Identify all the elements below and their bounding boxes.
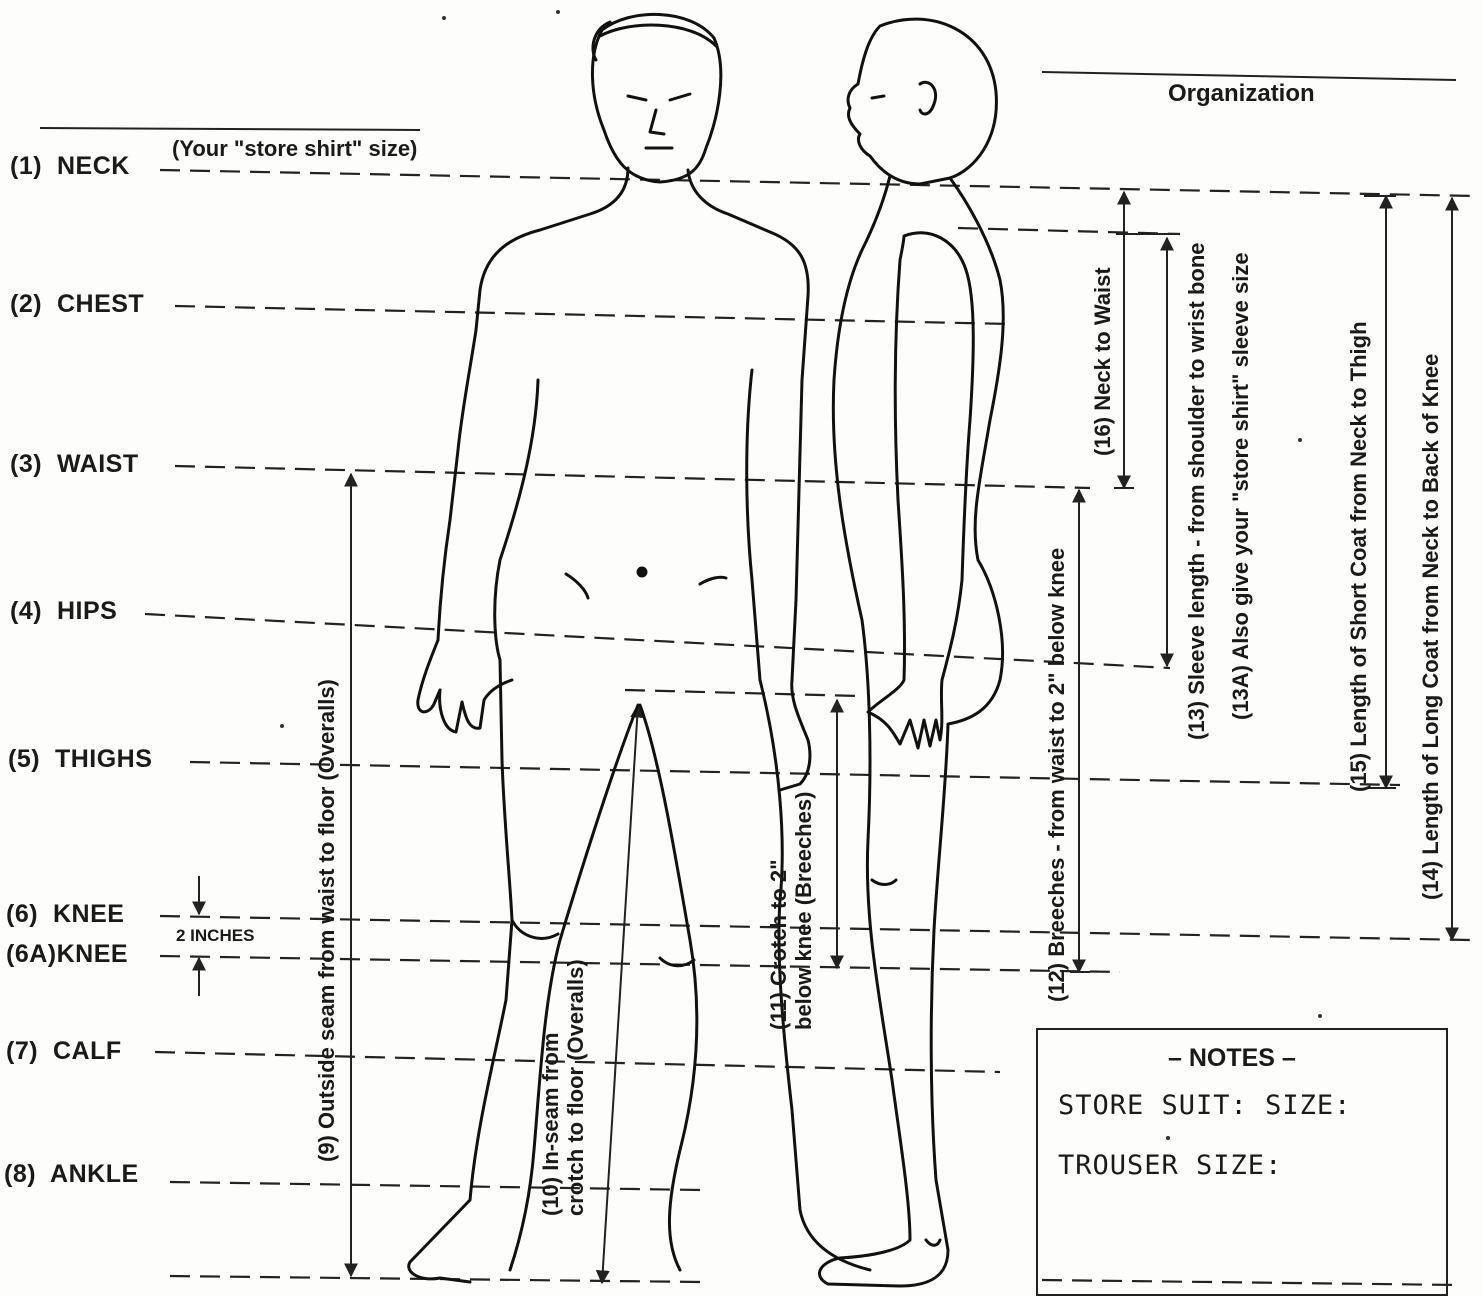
two-inches-label: 2 INCHES: [176, 926, 254, 946]
hips-name: HIPS: [57, 597, 117, 625]
side-figure: [819, 19, 1003, 1286]
label-calf: (7) CALF: [6, 1037, 122, 1066]
label-hips: (4) HIPS: [10, 597, 117, 626]
inseam-line1: (10) In-seam from: [538, 959, 563, 1216]
thighs-name: THIGHS: [55, 745, 152, 773]
chest-num: (2): [10, 290, 42, 318]
notes-box: – NOTES – STORE SUIT: SIZE: TROUSER SIZE…: [1036, 1028, 1448, 1296]
label-inseam: (10) In-seam from crotch to floor (Overa…: [538, 959, 589, 1216]
label-breeches: (12) Breeches - from waist to 2" below k…: [1044, 548, 1069, 1002]
label-waist: (3) WAIST: [10, 450, 139, 479]
ankle-num: (8): [4, 1160, 36, 1188]
waist-name: WAIST: [57, 450, 139, 478]
chest-name: CHEST: [57, 290, 144, 318]
calf-num: (7): [6, 1037, 38, 1065]
label-neck-to-waist: (16) Neck to Waist: [1090, 267, 1115, 456]
label-chest: (2) CHEST: [10, 290, 144, 319]
label-knee-6a: (6A)KNEE: [6, 940, 128, 969]
hips-num: (4): [10, 597, 42, 625]
neck-name: NECK: [57, 152, 130, 180]
label-ankle: (8) ANKLE: [4, 1160, 139, 1189]
trouser-size-field: TROUSER SIZE:: [1058, 1150, 1282, 1181]
crotch-line1: (11) Crotch to 2": [766, 792, 791, 1030]
knee-name: KNEE: [53, 900, 124, 928]
label-knee: (6) KNEE: [6, 900, 124, 929]
calf-name: CALF: [53, 1037, 122, 1065]
neck-note: (Your "store shirt" size): [172, 136, 417, 162]
notes-title: – NOTES –: [1168, 1044, 1296, 1073]
organization-label: Organization: [1168, 80, 1315, 108]
waist-num: (3): [10, 450, 42, 478]
crotch-line2: below knee (Breeches): [791, 792, 816, 1030]
label-neck: (1) NECK: [10, 152, 130, 181]
knee6a-name: KNEE: [57, 940, 128, 968]
label-sleeve-size: (13A) Also give your "store shirt" sleev…: [1228, 252, 1253, 720]
knee-num: (6): [6, 900, 38, 928]
label-thighs: (5) THIGHS: [8, 745, 152, 774]
label-short-coat: (15) Length of Short Coat from Neck to T…: [1346, 321, 1371, 792]
label-long-coat: (14) Length of Long Coat from Neck to Ba…: [1418, 354, 1443, 900]
neck-num: (1): [10, 152, 42, 180]
label-crotch-knee: (11) Crotch to 2" below knee (Breeches): [766, 792, 817, 1030]
ankle-name: ANKLE: [50, 1160, 139, 1188]
front-figure: [409, 14, 870, 1282]
label-sleeve-length: (13) Sleeve length - from shoulder to wr…: [1184, 242, 1209, 740]
label-outside-seam: (9) Outside seam from waist to floor (Ov…: [314, 679, 339, 1162]
store-suit-size-field: STORE SUIT: SIZE:: [1058, 1090, 1351, 1121]
knee6a-num: (6A): [6, 940, 57, 968]
thighs-num: (5): [8, 745, 40, 773]
inseam-line2: crotch to floor (Overalls): [563, 959, 588, 1216]
